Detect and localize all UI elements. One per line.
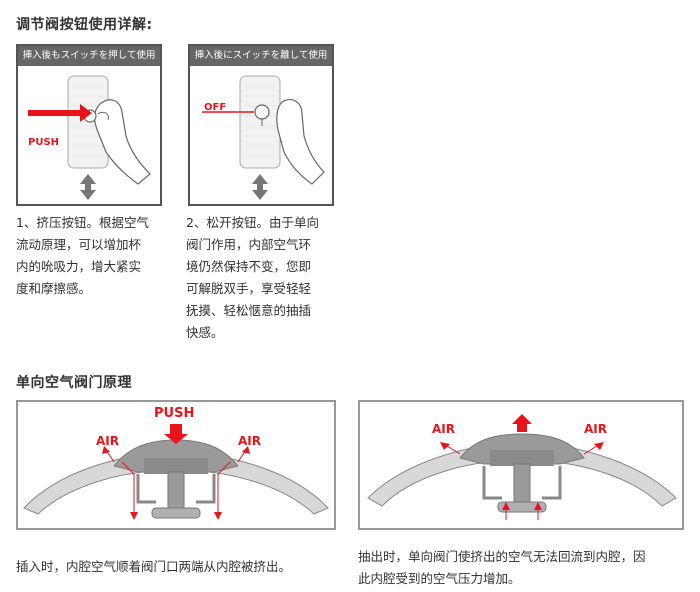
description-line: 2、松开按钮。由于单向	[186, 215, 319, 230]
illustration-card-off: 挿入後にスイッチを離して使用 OFF	[188, 44, 334, 206]
air-label-left: AIR	[96, 434, 119, 448]
push-label: PUSH	[28, 137, 60, 148]
push-label: PUSH	[154, 406, 195, 421]
description-line: 内的吮吸力，增大紧实	[16, 259, 142, 274]
description-line: 阀门作用，内部空气环	[186, 237, 312, 252]
caption-line: 此内腔受到的空气压力增加。	[358, 571, 521, 586]
illustration-card-push: 挿入後もスイッチを押して使用 PUSH	[16, 44, 162, 206]
air-label-right: AIR	[238, 434, 261, 448]
description-line: 快感。	[186, 325, 224, 340]
valve-diagram-withdraw: AIR AIR	[358, 400, 684, 530]
caption-insert: 插入时，内腔空气顺着阀门口两端从内腔被挤出。	[16, 556, 346, 578]
description-push: 1、挤压按钮。根据空气 流动原理，可以增加杯 内的吮吸力，增大紧实 度和摩擦感。	[16, 212, 174, 300]
caption-line: 插入时，内腔空气顺着阀门口两端从内腔被挤出。	[16, 559, 292, 574]
description-line: 流动原理，可以增加杯	[16, 237, 142, 252]
description-line: 1、挤压按钮。根据空气	[16, 215, 149, 230]
caption-line: 抽出时，单向阀门使挤出的空气无法回流到内腔，因	[358, 549, 646, 564]
description-line: 境仍然保持不变，您即	[186, 259, 312, 274]
hand-release-illustration	[202, 75, 325, 200]
card-header-push: 挿入後もスイッチを押して使用	[18, 46, 160, 66]
description-line: 可解脱双手，享受轻轻	[186, 281, 312, 296]
card-header-off: 挿入後にスイッチを離して使用	[190, 46, 332, 66]
hand-squeeze-illustration	[28, 75, 151, 200]
caption-withdraw: 抽出时，单向阀门使挤出的空气无法回流到内腔，因 此内腔受到的空气压力增加。	[358, 546, 688, 590]
description-off: 2、松开按钮。由于单向 阀门作用，内部空气环 境仍然保持不变，您即 可解脱双手，…	[186, 212, 366, 344]
section-title-button-usage: 调节阀按钮使用详解:	[16, 17, 153, 33]
valve-diagram-insert: PUSH AIR AIR	[16, 400, 336, 530]
description-line: 度和摩擦感。	[16, 281, 92, 296]
section-title-valve-principle: 单向空气阀门原理	[16, 375, 132, 391]
air-label-left: AIR	[432, 422, 455, 436]
description-line: 抚摸、轻松惬意的抽插	[186, 303, 312, 318]
valve-cross-section-release	[367, 414, 677, 520]
valve-cross-section-push	[23, 424, 329, 520]
off-label: OFF	[204, 102, 227, 113]
air-label-right: AIR	[584, 422, 607, 436]
